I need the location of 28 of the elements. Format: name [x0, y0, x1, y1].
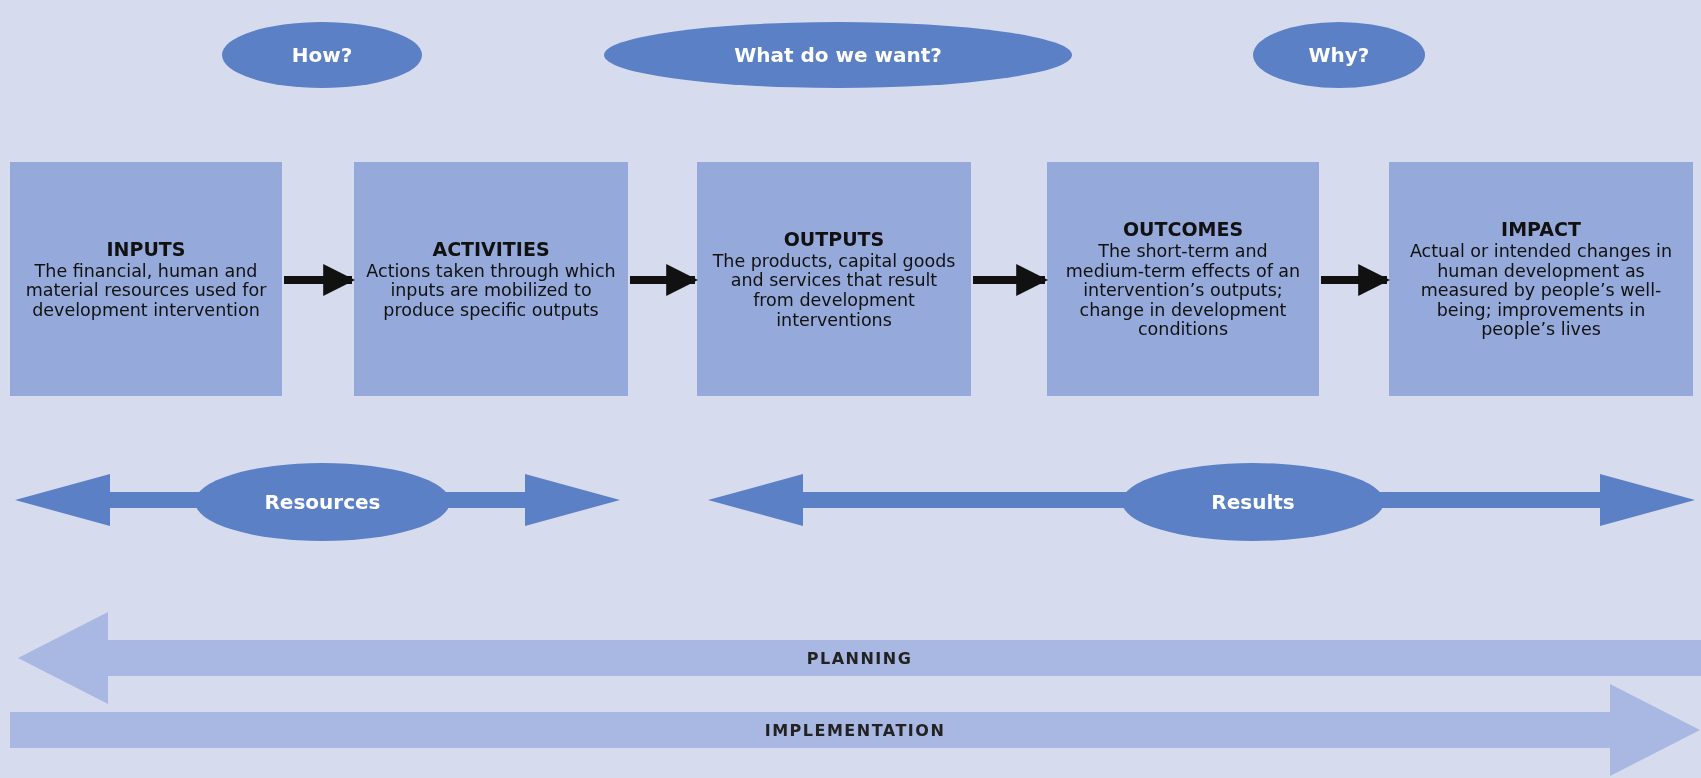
process-box	[697, 162, 971, 396]
arrow	[630, 264, 699, 296]
arrow	[284, 264, 356, 296]
process-box	[10, 162, 282, 396]
box-description: The short-term and medium-term effects of an intervention’s outputs; change in development conditions	[1064, 242, 1302, 340]
oval-text: How?	[291, 43, 353, 67]
band-label: PLANNING	[806, 648, 913, 668]
box-heading: ACTIVITIES	[432, 237, 550, 260]
box-heading: OUTCOMES	[1122, 218, 1244, 240]
process-box	[1389, 162, 1693, 396]
process-box	[354, 162, 628, 396]
band-label: IMPLEMENTATION	[764, 720, 946, 740]
arrow	[1321, 264, 1391, 296]
oval-text: Resources	[264, 490, 381, 514]
oval-text: Results	[1211, 490, 1295, 514]
band-arrow	[18, 612, 1701, 704]
box-description: Actual or intended changes in human development as measured by people’s well-being; improvements in people’s lives	[1408, 242, 1674, 340]
oval-text: Why?	[1308, 43, 1370, 67]
box-description: Actions taken through which inputs are mobilized to produce specific outputs	[366, 261, 616, 321]
box-description: The financial, human and material resources used for development intervention	[24, 261, 268, 321]
band-arrow	[10, 684, 1700, 776]
arrow	[973, 264, 1049, 296]
box-heading: IMPACT	[1501, 218, 1581, 240]
box-heading: OUTPUTS	[783, 227, 885, 250]
box-description: The products, capital goods and services that result from development interventions	[711, 251, 957, 331]
process-box	[1047, 162, 1319, 396]
oval-text: What do we want?	[734, 43, 942, 67]
box-heading: INPUTS	[106, 237, 186, 260]
